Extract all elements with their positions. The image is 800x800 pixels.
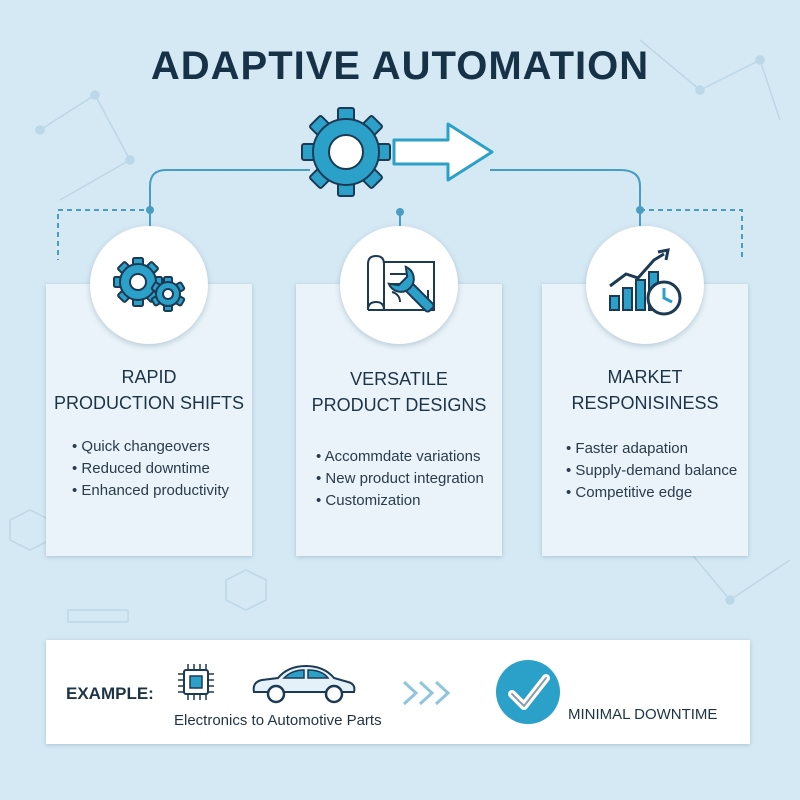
car-icon: [252, 664, 356, 704]
list-item: Reduced downtime: [72, 458, 278, 480]
process-flow-connector: [57, 107, 743, 260]
card-bullet-list: Accommdate variations New product integr…: [316, 446, 522, 512]
checkmark-icon: [496, 660, 560, 724]
example-result: MINIMAL DOWNTIME: [568, 706, 718, 723]
card-heading-line1: VERSATILE: [350, 369, 448, 389]
list-item: Enhanced productivity: [72, 480, 278, 502]
list-item: Accommdate variations: [316, 446, 522, 468]
card-bullet-list: Faster adapation Supply-demand balance C…: [566, 438, 772, 504]
growth-chart-clock-icon: [609, 248, 682, 316]
growth-chart-clock-icon-badge: [586, 226, 704, 344]
card-heading-line2: PRODUCTION SHIFTS: [53, 393, 244, 413]
list-item: Faster adapation: [566, 438, 772, 460]
example-caption: Electronics to Automotive Parts: [174, 712, 382, 729]
gears-icon: [113, 257, 186, 312]
example-label: EXAMPLE:: [66, 684, 154, 703]
page-title: ADAPTIVE AUTOMATION: [150, 44, 650, 88]
list-item: Customization: [316, 490, 522, 512]
microchip-icon: [178, 664, 214, 700]
list-item: Supply-demand balance: [566, 460, 772, 482]
gears-icon-badge: [90, 226, 208, 344]
card-heading-line1: RAPID: [121, 367, 177, 387]
list-item: Competitive edge: [566, 482, 772, 504]
blueprint-wrench-icon: [367, 254, 435, 313]
example-panel: EXAMPLE: Electronics to Automotive Parts…: [46, 640, 750, 744]
gear-icon: [301, 107, 391, 197]
arrow-right-icon: [392, 122, 494, 182]
card-heading-line2: RESPONISINESS: [571, 393, 719, 413]
list-item: Quick changeovers: [72, 436, 278, 458]
blueprint-wrench-icon-badge: [340, 226, 458, 344]
card-heading: RAPID PRODUCTION SHIFTS: [46, 364, 252, 416]
card-heading: MARKET RESPONISINESS: [542, 364, 748, 416]
double-chevron-icon: [402, 680, 451, 706]
card-versatile-product-designs: VERSATILE PRODUCT DESIGNS Accommdate var…: [296, 284, 502, 556]
card-heading: VERSATILE PRODUCT DESIGNS: [296, 366, 502, 418]
list-item: New product integration: [316, 468, 522, 490]
card-heading-line1: MARKET: [607, 367, 683, 387]
card-heading-line2: PRODUCT DESIGNS: [311, 395, 487, 415]
card-bullet-list: Quick changeovers Reduced downtime Enhan…: [72, 436, 278, 502]
